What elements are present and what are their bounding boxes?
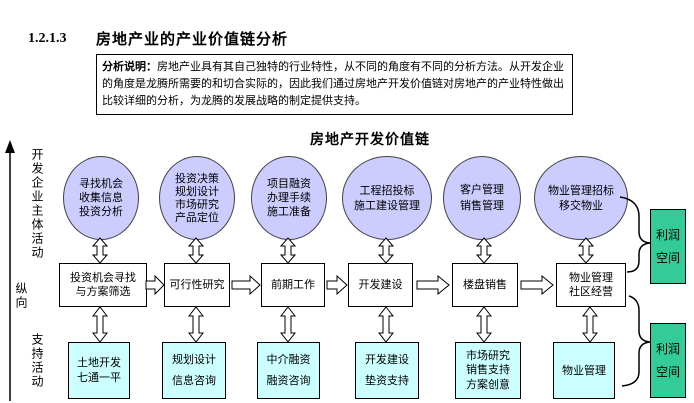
ellipse-activity-4: 工程招投标 施工建设管理 xyxy=(342,156,432,240)
process-box-3: 前期工作 xyxy=(261,263,325,307)
profit-box-upper: 利润 空间 xyxy=(650,209,686,284)
vertical-axis-arrow xyxy=(5,140,15,401)
link-arrow-top-3 xyxy=(280,237,296,264)
analysis-note-text: 房地产业具有其自己独特的行业特性，从不同的角度有不同的分析方法。从开发企业的角度… xyxy=(102,60,564,108)
profit-box-lower: 利润 空间 xyxy=(650,323,686,398)
ellipse-activity-2: 投资决策 规划设计 市场研究 产品定位 xyxy=(159,156,235,240)
support-box-4: 开发建设 垫资支持 xyxy=(355,342,419,399)
process-box-4: 开发建设 xyxy=(348,263,413,307)
link-arrow-top-5 xyxy=(476,237,492,264)
flow-arrow-4 xyxy=(416,275,450,295)
ellipse-activity-3: 项目融资 办理手续 施工准备 xyxy=(251,156,327,240)
analysis-note-box: 分析说明：房地产业具有其自己独特的行业特性，从不同的角度有不同的分析方法。从开发… xyxy=(96,54,573,115)
ellipse-activity-5: 客户管理 销售管理 xyxy=(443,156,521,240)
support-box-2: 规划设计 信息咨询 xyxy=(162,342,226,399)
link-arrow-bottom-1 xyxy=(92,306,108,343)
axis-label-primary-activities: 开发企业主体活动 xyxy=(30,148,44,260)
link-arrow-top-4 xyxy=(378,237,394,264)
support-box-3: 中介融资 融资咨询 xyxy=(257,342,320,399)
support-box-5: 市场研究 销售支持 方案创意 xyxy=(455,342,521,399)
link-arrow-bottom-6 xyxy=(582,306,598,343)
ellipse-activity-1: 寻找机会 收集信息 投资分析 xyxy=(63,156,139,240)
analysis-note-label: 分析说明： xyxy=(102,60,157,73)
process-box-1: 投资机会寻找 与方案筛选 xyxy=(59,263,147,307)
link-arrow-bottom-5 xyxy=(476,306,492,343)
profit-brace-lower xyxy=(621,295,651,387)
link-arrow-bottom-3 xyxy=(280,306,296,343)
link-arrow-bottom-4 xyxy=(378,306,394,343)
link-arrow-bottom-2 xyxy=(188,306,204,343)
flow-arrow-3 xyxy=(326,275,348,295)
support-box-1: 土地开发 七通一平 xyxy=(68,342,130,399)
section-number: 1.2.1.3 xyxy=(28,31,67,46)
axis-label-vertical: 纵向 xyxy=(14,282,28,310)
link-arrow-top-1 xyxy=(92,237,108,264)
support-box-6: 物业管理 xyxy=(553,342,615,399)
flow-arrow-2 xyxy=(231,275,261,295)
page-title: 房地产业的产业价值链分析 xyxy=(96,30,289,48)
diagram-title: 房地产开发价值链 xyxy=(310,132,430,148)
flow-arrow-5 xyxy=(520,275,554,295)
ellipse-activity-6: 物业管理招标 移交物业 xyxy=(534,156,628,240)
link-arrow-top-2 xyxy=(188,237,204,264)
link-arrow-top-6 xyxy=(578,237,594,264)
process-box-2: 可行性研究 xyxy=(164,263,230,307)
process-box-6: 物业管理 社区经营 xyxy=(556,263,626,307)
process-box-5: 楼盘销售 xyxy=(452,263,518,307)
flow-arrow-1 xyxy=(145,275,165,295)
axis-label-support-activities: 支持活动 xyxy=(30,333,44,389)
